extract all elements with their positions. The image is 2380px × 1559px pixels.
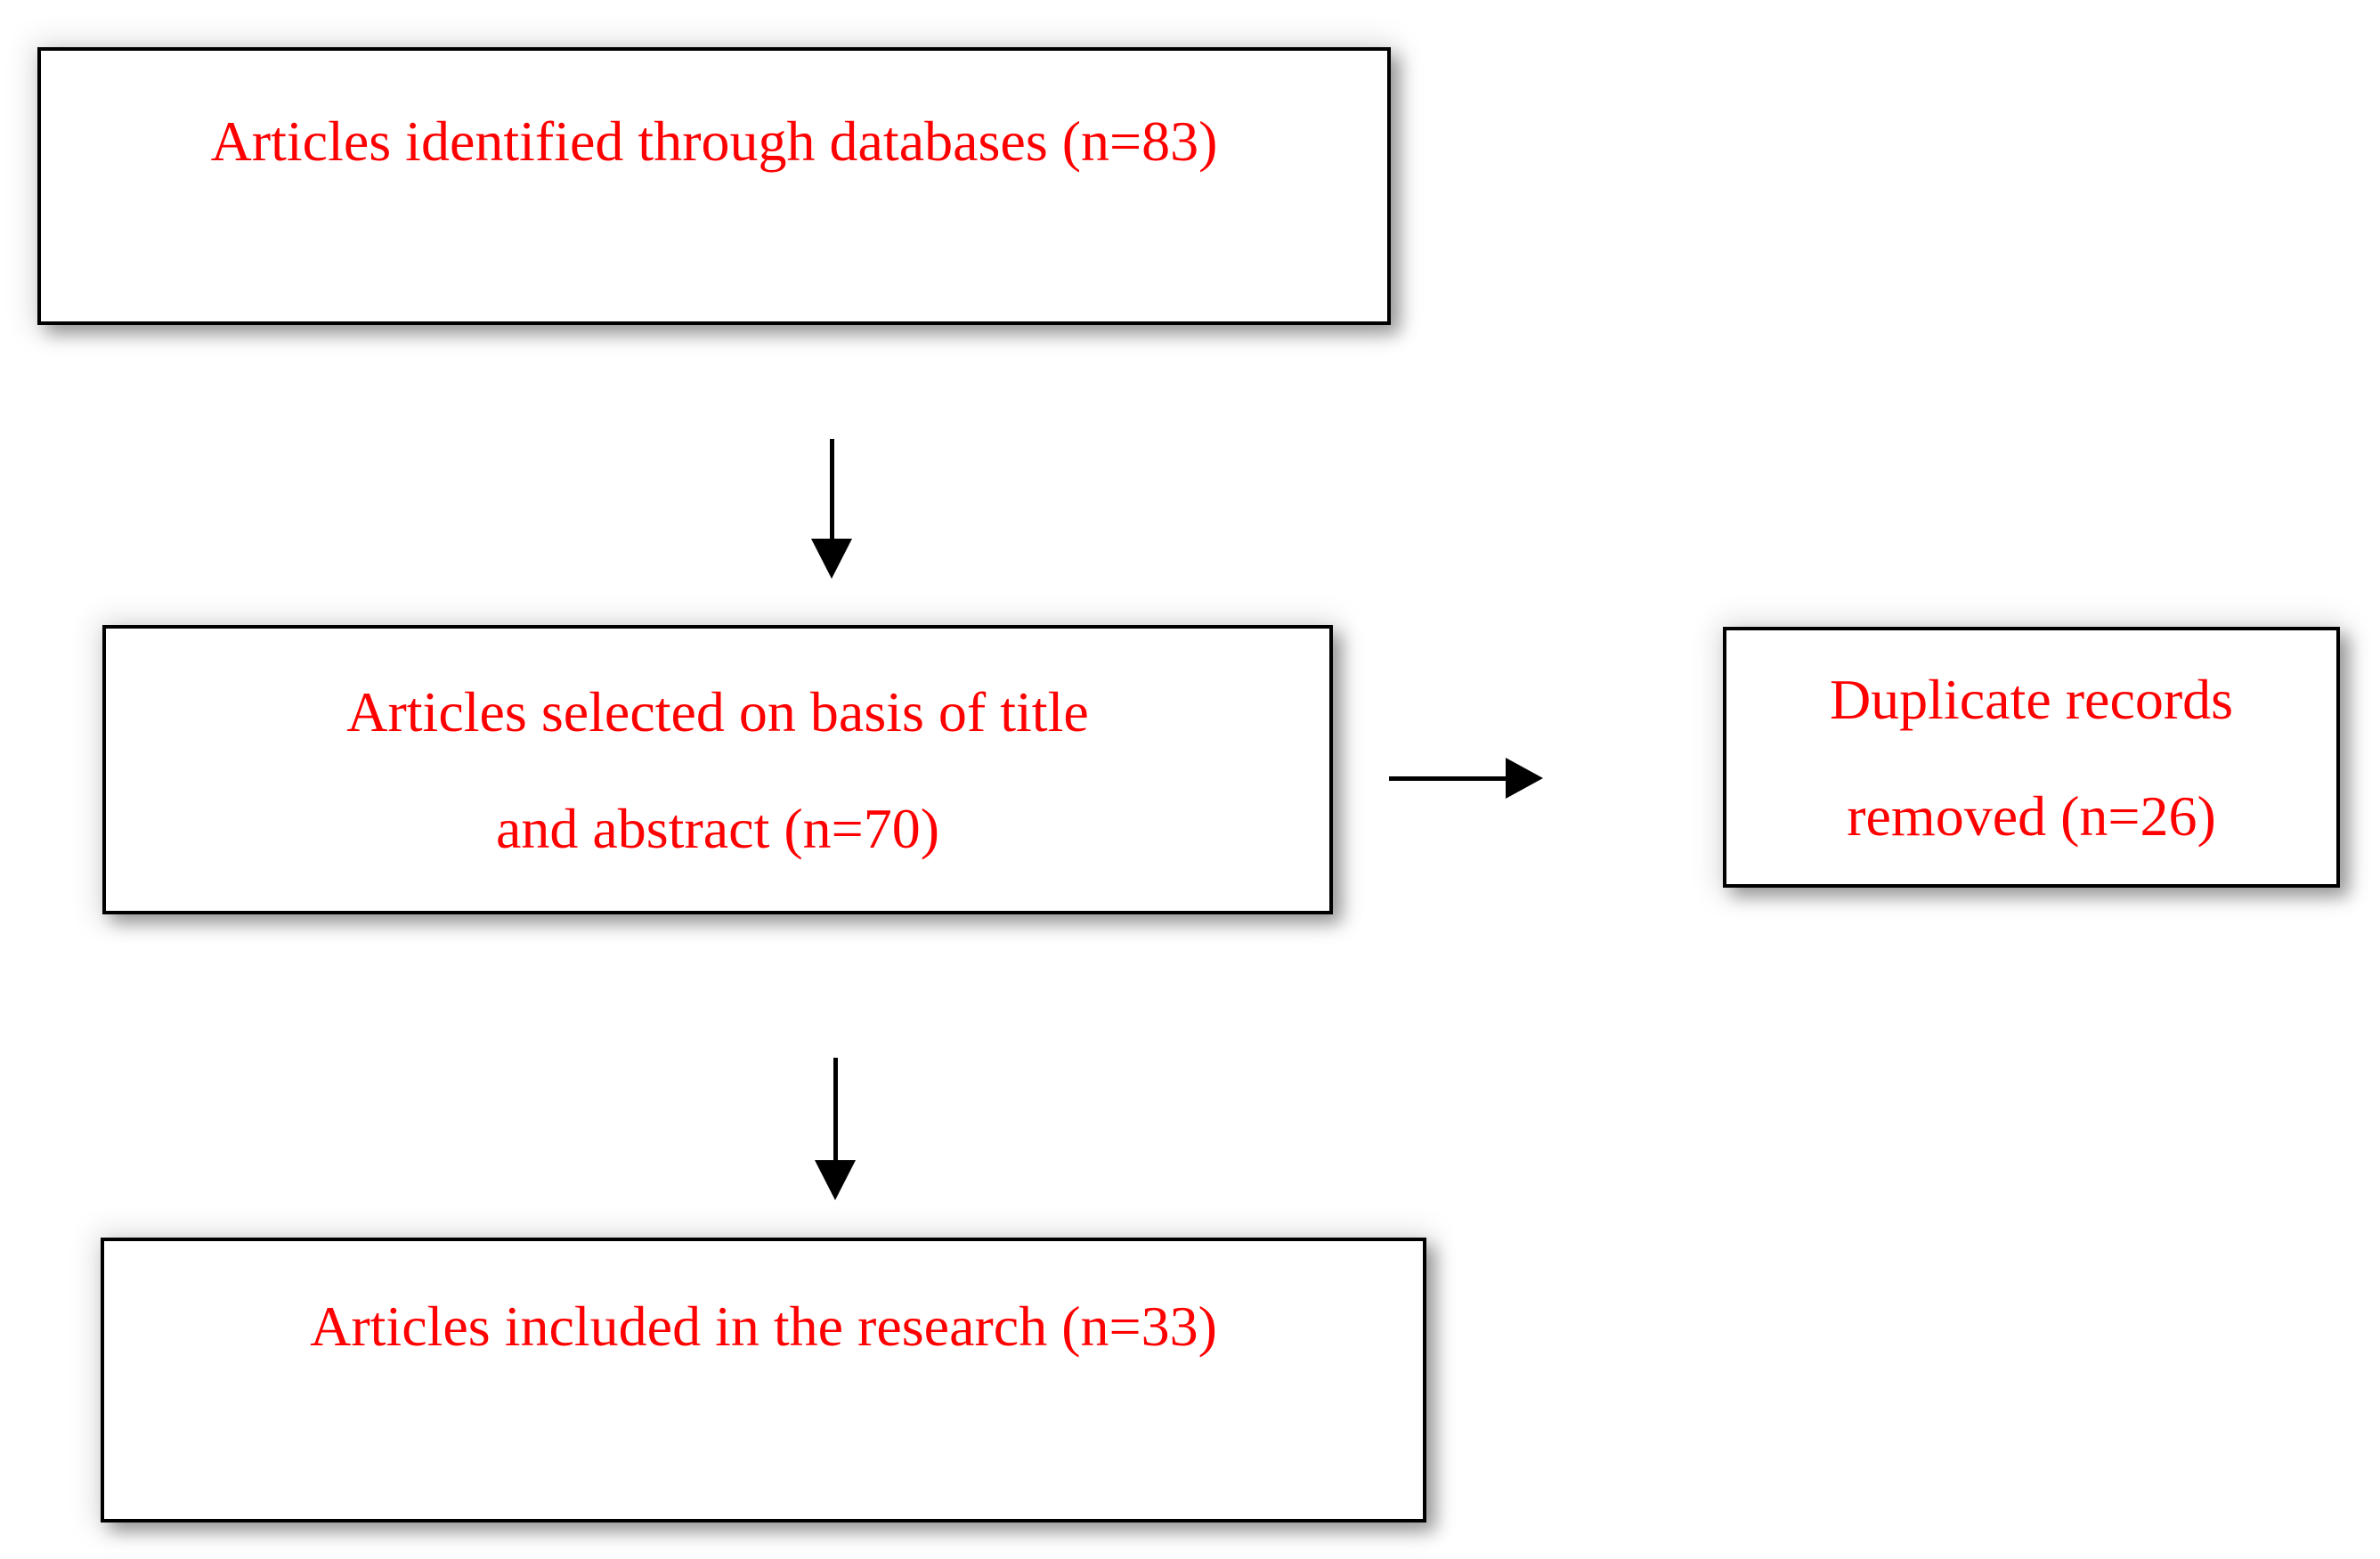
flow-box-identified: Articles identified through databases (n… (37, 47, 1391, 325)
down-arrow-1-shaft (830, 439, 834, 540)
flow-box-duplicates: Duplicate records removed (n=26) (1723, 627, 2340, 888)
right-arrow-head-icon (1506, 758, 1543, 799)
flow-box-included: Articles included in the research (n=33) (101, 1238, 1426, 1522)
duplicates-label-line1: Duplicate records (1829, 667, 2234, 731)
down-arrow-2-shaft (833, 1058, 838, 1162)
right-arrow-shaft (1389, 776, 1509, 781)
identified-label: Articles identified through databases (n… (210, 110, 1218, 173)
down-arrow-1-head-icon (811, 539, 852, 579)
selected-label-line2: and abstract (n=70) (495, 796, 940, 860)
down-arrow-2-head-icon (815, 1160, 856, 1200)
included-label: Articles included in the research (n=33) (310, 1295, 1217, 1358)
flow-box-selected: Articles selected on basis of title and … (102, 625, 1333, 914)
duplicates-label-line2: removed (n=26) (1847, 784, 2216, 848)
selected-label-line1: Articles selected on basis of title (346, 679, 1089, 743)
